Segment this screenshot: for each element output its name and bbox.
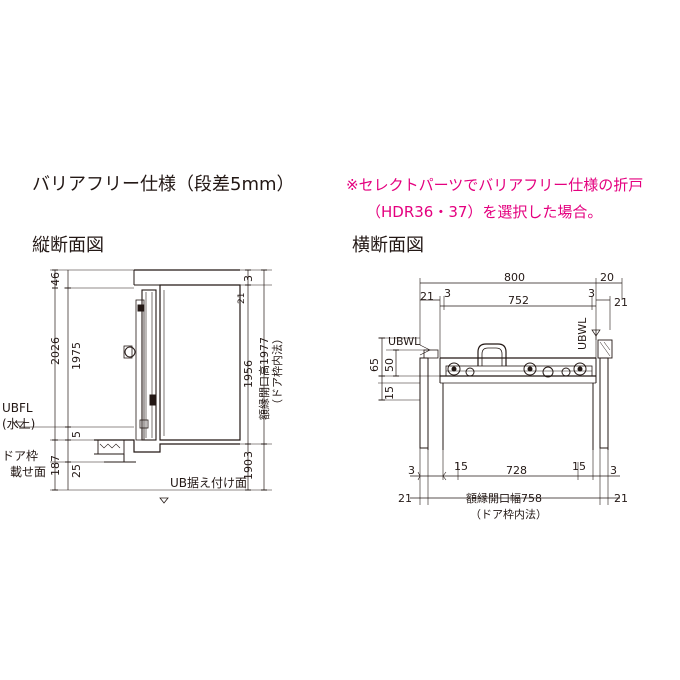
opening-height-label: 額縁開口高1977 [257, 337, 271, 420]
horizontal-section-drawing [378, 278, 623, 505]
dim-21-bottom-right: 21 [614, 492, 628, 505]
dim-187: 187 [49, 455, 62, 476]
dim-5: 5 [70, 431, 83, 438]
dim-3-bottom-left: 3 [408, 464, 415, 477]
dim-752: 752 [508, 294, 529, 307]
horizontal-section-label: 横断面図 [352, 235, 424, 256]
dim-25: 25 [70, 464, 83, 478]
dim-800: 800 [504, 271, 525, 284]
ubfl-label: UBFL [2, 401, 33, 415]
door-frame-label-1: ドア枠 [2, 449, 38, 463]
door-inner-label-v: （ドア枠内法） [270, 333, 284, 410]
dim-3-top-right: 3 [588, 287, 595, 300]
dim-2026: 2026 [49, 337, 62, 365]
dim-728: 728 [506, 464, 527, 477]
dim-21-top-left: 21 [420, 290, 434, 303]
note-line-1: ※セレクトパーツでバリアフリー仕様の折戸 [346, 176, 644, 194]
dim-15-bottom-right: 15 [572, 460, 586, 473]
ubwl-left-label: UBWL [388, 335, 421, 348]
opening-width-label: 額縁開口幅758 [466, 491, 542, 505]
dim-3-top: 3 [242, 275, 255, 282]
dim-3-bottom-right: 3 [610, 464, 617, 477]
dim-15: 15 [383, 386, 396, 400]
dim-15-bottom-left: 15 [454, 460, 468, 473]
horizontal-section-texts: 800 20 21 3 752 3 21 UBWL UBWL 65 50 15 … [368, 271, 628, 521]
dim-1975: 1975 [70, 342, 83, 370]
dim-21-top-right: 21 [614, 296, 628, 309]
ub-install-label: UB据え付け面 [170, 476, 247, 490]
ubwl-right-label: UBWL [576, 317, 589, 350]
note-line-2: （HDR36・37）を選択した場合。 [366, 203, 603, 221]
dim-190: 190 [242, 459, 255, 480]
dim-46: 46 [49, 272, 62, 286]
dim-1956: 1956 [242, 360, 255, 388]
dim-3-top-left: 3 [444, 287, 451, 300]
vertical-section-texts: 46 2026 1975 5 187 25 UBFL (水上) ドア枠 載せ面 … [2, 272, 284, 490]
dim-20: 20 [600, 271, 614, 284]
dim-21: 21 [237, 293, 247, 304]
dim-3-bottom: 3 [242, 451, 255, 458]
dim-65: 65 [368, 358, 381, 372]
door-frame-label-2: 載せ面 [10, 465, 46, 479]
water-label: (水上) [2, 417, 35, 431]
page-title: バリアフリー仕様（段差5mm） [32, 174, 295, 195]
dim-50: 50 [383, 358, 396, 372]
vertical-section-drawing [15, 269, 272, 504]
dim-21-bottom-left: 21 [398, 492, 412, 505]
vertical-section-label: 縦断面図 [32, 235, 104, 256]
door-inner-label-h: （ドア枠内法） [470, 507, 547, 521]
